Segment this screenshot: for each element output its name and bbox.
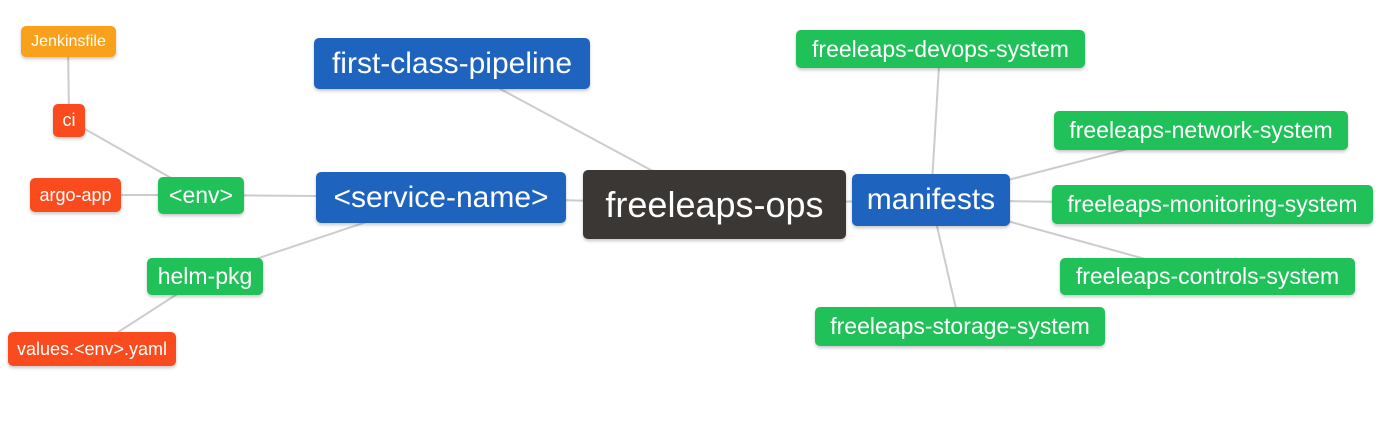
node-values-env-yaml[interactable]: values.<env>.yaml xyxy=(8,332,176,366)
node-freeleaps-monitoring-system[interactable]: freeleaps-monitoring-system xyxy=(1052,185,1373,224)
node-freeleaps-storage-system[interactable]: freeleaps-storage-system xyxy=(815,307,1105,346)
node-freeleaps-network-system[interactable]: freeleaps-network-system xyxy=(1054,111,1348,150)
node-first-class-pipeline[interactable]: first-class-pipeline xyxy=(314,38,590,89)
node-env[interactable]: <env> xyxy=(158,177,244,214)
node-helm-pkg[interactable]: helm-pkg xyxy=(147,258,263,295)
node-jenkinsfile[interactable]: Jenkinsfile xyxy=(21,26,116,57)
node-freeleaps-devops-system[interactable]: freeleaps-devops-system xyxy=(796,30,1085,68)
node-service-name[interactable]: <service-name> xyxy=(316,172,566,223)
node-argo-app[interactable]: argo-app xyxy=(30,178,121,212)
node-freeleaps-ops[interactable]: freeleaps-ops xyxy=(583,170,846,239)
node-ci[interactable]: ci xyxy=(53,104,85,137)
node-manifests[interactable]: manifests xyxy=(852,174,1010,226)
node-freeleaps-controls-system[interactable]: freeleaps-controls-system xyxy=(1060,258,1355,295)
